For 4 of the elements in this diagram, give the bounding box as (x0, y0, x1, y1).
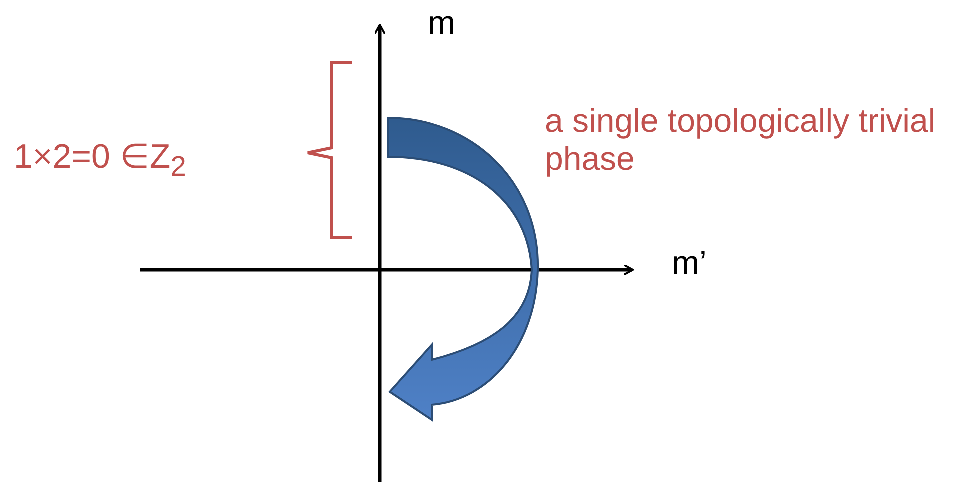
axis-label: m’ (672, 244, 707, 282)
annotation-text: a single topologically trivial phase (545, 102, 937, 178)
axis-label: m (428, 4, 456, 42)
equation-text: 1×2=0 ∈Z$_{2}$ (14, 138, 186, 184)
